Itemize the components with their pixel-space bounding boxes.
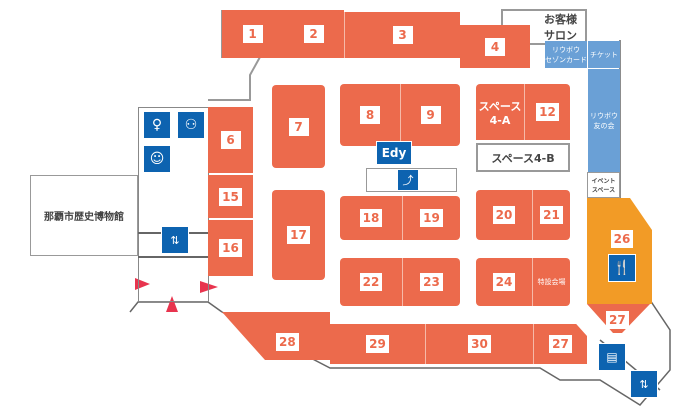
shop-number: 15 <box>219 187 242 206</box>
shop-number: 17 <box>287 226 310 244</box>
shop-20[interactable]: 20 <box>476 190 532 240</box>
entrance-arrow <box>166 296 178 312</box>
diaper-changing-icon: ⚇ <box>177 111 205 139</box>
shop-30[interactable]: 30 <box>425 324 533 364</box>
shop-8[interactable]: 8 <box>340 84 400 146</box>
shop-3[interactable]: 3 <box>344 12 460 58</box>
event-space[interactable]: イベント スペース <box>587 172 620 198</box>
shop-number: 28 <box>276 333 299 351</box>
shop-number: 21 <box>540 206 563 224</box>
shop-number: 20 <box>492 206 516 224</box>
shop-number: 12 <box>536 103 559 121</box>
shop-number: 7 <box>288 117 309 136</box>
shop-23[interactable]: 23 <box>402 258 460 306</box>
shop-number: 30 <box>468 335 491 353</box>
shop-16[interactable]: 16 <box>208 220 253 276</box>
ryubo-tomonokai[interactable]: リウボウ 友の会 <box>588 69 620 172</box>
shop-27-upper[interactable]: 27 <box>606 309 629 329</box>
shop-number: 22 <box>359 273 383 291</box>
shop-9[interactable]: 9 <box>400 84 460 146</box>
ryubo-saison-card[interactable]: リウボウ セゾンカード <box>545 41 587 68</box>
shop-4[interactable]: 4 <box>460 25 530 68</box>
atm-icon: ▤ <box>598 343 626 371</box>
shop-6[interactable]: 6 <box>208 107 253 173</box>
shop-18[interactable]: 18 <box>340 196 402 240</box>
space-4b[interactable]: スペース4-B <box>476 143 570 172</box>
shop-number: 27 <box>549 335 572 353</box>
shop-number: 23 <box>420 273 443 291</box>
shop-1-number: 1 <box>242 25 263 43</box>
shop-number: 6 <box>220 131 241 149</box>
shop-19[interactable]: 19 <box>402 196 460 240</box>
shop-22[interactable]: 22 <box>340 258 402 306</box>
naha-city-museum[interactable]: 那覇市歴史博物館 <box>30 175 138 256</box>
divider <box>138 256 209 258</box>
womens-restroom-icon: ♀ <box>143 111 171 139</box>
shop-number: 3 <box>392 26 413 44</box>
shop-29[interactable]: 29 <box>330 324 425 364</box>
shop-number: 18 <box>359 209 383 227</box>
restaurant-26[interactable]: 26 🍴 <box>608 230 636 282</box>
shop-15[interactable]: 15 <box>208 175 253 218</box>
shop-number: 27 <box>606 311 629 329</box>
space-4a[interactable]: スペース 4-A <box>476 84 524 140</box>
shop-number: 29 <box>366 335 389 353</box>
shop-27-lower[interactable]: 27 <box>533 324 587 364</box>
shop-number: 8 <box>360 106 380 124</box>
escalator-icon: ⤴ <box>397 169 419 191</box>
restaurant-icon: 🍴 <box>608 254 636 282</box>
shop-number: 4 <box>485 37 505 56</box>
shop-24[interactable]: 24 <box>476 258 532 306</box>
shop-17[interactable]: 17 <box>272 190 325 280</box>
elevator-icon: ⇅ <box>630 370 658 398</box>
shop-7[interactable]: 7 <box>272 85 325 168</box>
elevator-icon: ⇅ <box>161 226 189 254</box>
shop-28[interactable]: 28 <box>276 331 299 351</box>
shop-12[interactable]: 12 <box>524 84 570 140</box>
child-restroom-icon: ☺ <box>143 145 171 173</box>
edy-sign: Edy <box>376 141 412 165</box>
shop-2-number: 2 <box>303 25 324 43</box>
shop-number: 24 <box>492 273 516 291</box>
shop-number: 16 <box>219 239 242 257</box>
special-venue[interactable]: 特設会場 <box>532 258 570 306</box>
shop-number: 9 <box>420 106 441 124</box>
entrance-arrow <box>200 281 218 293</box>
ticket-counter[interactable]: チケット <box>588 41 620 68</box>
shop-21[interactable]: 21 <box>532 190 570 240</box>
shop-number: 19 <box>420 209 443 227</box>
shop-number: 26 <box>610 230 634 248</box>
